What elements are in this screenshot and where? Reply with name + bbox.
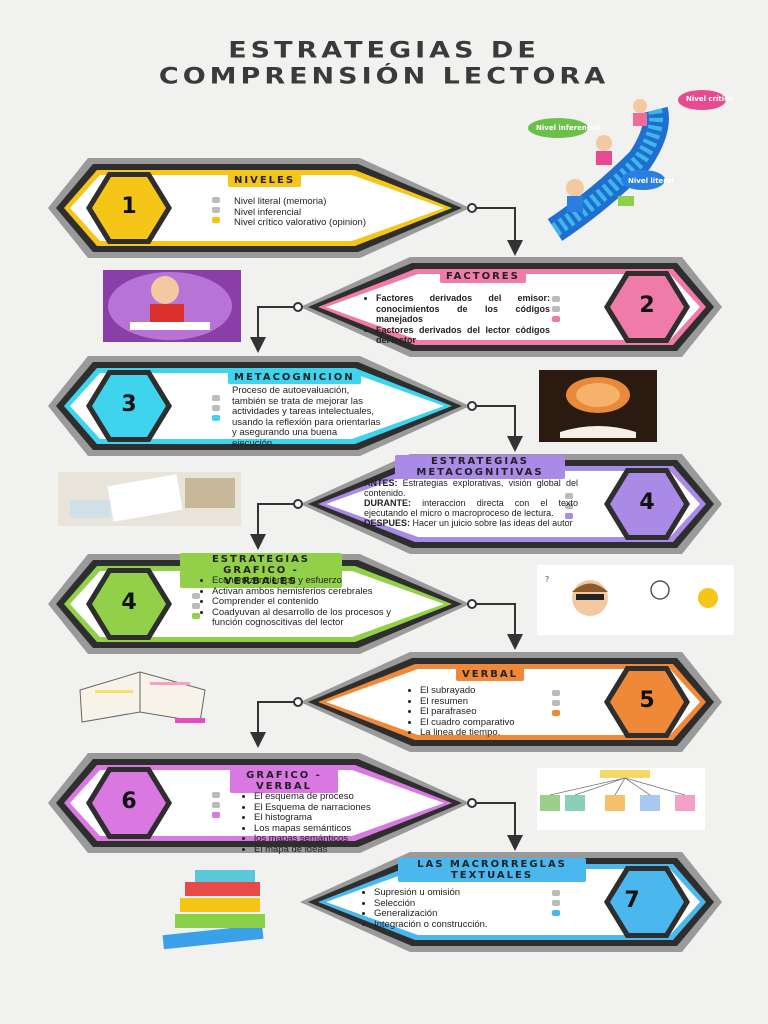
section-5-body: El subrayado El resumen El parafraseo El…: [408, 685, 558, 739]
list-item: El esquema de proceso: [254, 791, 412, 803]
list-item: El mapa de ideas: [254, 844, 412, 856]
tag-nivel-critico: Nivel crítico: [686, 95, 734, 103]
section-3-number: 3: [121, 392, 137, 417]
section-5-label: VERBAL: [456, 668, 525, 681]
antes-text: Estrategias explorativas, visión global …: [364, 478, 578, 498]
list-item: Activan ambos hemisferios cerebrales: [212, 586, 400, 598]
boy-ideas-illustration: ?: [537, 565, 734, 635]
connector-2-3: [250, 306, 298, 353]
list-item: Selección: [374, 898, 542, 910]
section-6-frame: [48, 753, 470, 853]
tag-nivel-inferencial: Nivel inferencial: [536, 124, 601, 132]
section-2-number: 2: [639, 293, 655, 318]
section-4-frame: [300, 454, 722, 554]
page-title: ESTRATEGIAS DE COMPRENSIÓN LECTORA: [0, 38, 768, 90]
list-item: Integración o construcción.: [374, 919, 542, 931]
despues-label: DESPUES:: [364, 518, 411, 528]
list-item: Economizan tiempo y esfuerzo: [212, 575, 400, 587]
list-item: El Esquema de narraciones: [254, 802, 412, 814]
section-6-label: GRAFICO - VERBAL: [230, 769, 338, 793]
list-item: Factores derivados del emisor: conocimie…: [376, 293, 550, 325]
despues-text: Hacer un juicio sobre las ideas del auto…: [410, 518, 573, 528]
connector-6-7: [470, 802, 523, 851]
list-item: Nivel literal (memoria): [234, 196, 327, 207]
list-item: Nivel crítico valorativo (opinion): [234, 217, 366, 228]
connector-4b-5: [470, 603, 523, 650]
section-5-frame: [300, 652, 722, 752]
section-4b-number: 4: [121, 590, 137, 615]
antes-label: ANTES:: [364, 478, 398, 488]
study-desk-photo: [58, 472, 241, 526]
open-notebook-illustration: [79, 671, 206, 723]
book-stack-illustration: [162, 870, 265, 950]
section-1-frame: [48, 158, 470, 258]
section-7-number: 7: [624, 888, 640, 913]
list-item: Los mapas semánticos: [254, 823, 412, 835]
section-4-label: ESTRATEGIAS METACOGNITIVAS: [395, 455, 565, 479]
connector-4-4b: [250, 503, 298, 550]
section-3-label: METACOGNICION: [228, 371, 361, 384]
section-4b-label: ESTRATEGIAS GRAFICO - VERBALES: [180, 553, 342, 588]
levels-stairs-illustration: [528, 90, 726, 241]
concept-map-illustration: [537, 768, 705, 830]
list-item: El parafraseo: [420, 706, 558, 718]
section-2-frame: [300, 257, 722, 357]
section-6-number: 6: [121, 789, 137, 814]
list-item: Factores derivados del lector códigos de…: [376, 325, 550, 346]
section-1-number: 1: [121, 194, 137, 219]
section-2-body: Factores derivados del emisor: conocimie…: [364, 293, 550, 346]
connector-3-4: [470, 405, 523, 452]
svg-text:?: ?: [545, 575, 549, 584]
tag-nivel-literal: Nivel literal: [628, 177, 674, 185]
section-4-body: ANTES: Estrategias explorativas, visión …: [364, 478, 578, 528]
list-item: Coadyuvan al desarrollo de los procesos …: [212, 607, 400, 629]
list-item: El histograma: [254, 812, 412, 824]
section-7-label: LAS MACRORREGLAS TEXTUALES: [398, 858, 586, 882]
title-line-1: ESTRATEGIAS DE: [228, 37, 540, 64]
list-item: La linea de tiempo.: [420, 727, 558, 739]
title-line-2: COMPRENSIÓN LECTORA: [158, 63, 610, 90]
list-item: Nivel inferencial: [234, 206, 302, 218]
list-item: Generalización: [374, 908, 542, 920]
brain-book-photo: [539, 370, 657, 442]
section-1-label: NIVELES: [228, 174, 302, 187]
list-item: los mapas semánticos: [254, 833, 412, 845]
section-2-label: FACTORES: [440, 270, 526, 283]
section-4b-body: Economizan tiempo y esfuerzo Activan amb…: [200, 575, 400, 629]
durante-text: interaccion directa con el texto ejecuta…: [364, 498, 578, 518]
section-1-body: Nivel literal (memoria) Nivel inferencia…: [234, 196, 384, 229]
section-4b-frame: [48, 554, 470, 654]
connector-5-6: [250, 701, 298, 748]
durante-label: DURANTE:: [364, 498, 411, 508]
list-item: El cuadro comparativo: [420, 717, 558, 729]
list-item: Comprender el contenido: [212, 596, 400, 608]
section-6-body: El esquema de proceso El Esquema de narr…: [242, 791, 412, 856]
section-7-body: Supresión u omisión Selección Generaliza…: [362, 887, 542, 931]
section-5-number: 5: [639, 688, 655, 713]
connector-1-2: [470, 207, 523, 256]
section-4-number: 4: [639, 490, 655, 515]
student-thinking-photo: [103, 270, 241, 342]
section-3-frame: [48, 356, 470, 456]
list-item: El subrayado: [420, 685, 558, 697]
list-item: Supresión u omisión: [374, 887, 542, 899]
list-item: El resumen: [420, 696, 558, 708]
section-3-body: Proceso de autoevaluación, también se tr…: [232, 385, 381, 449]
